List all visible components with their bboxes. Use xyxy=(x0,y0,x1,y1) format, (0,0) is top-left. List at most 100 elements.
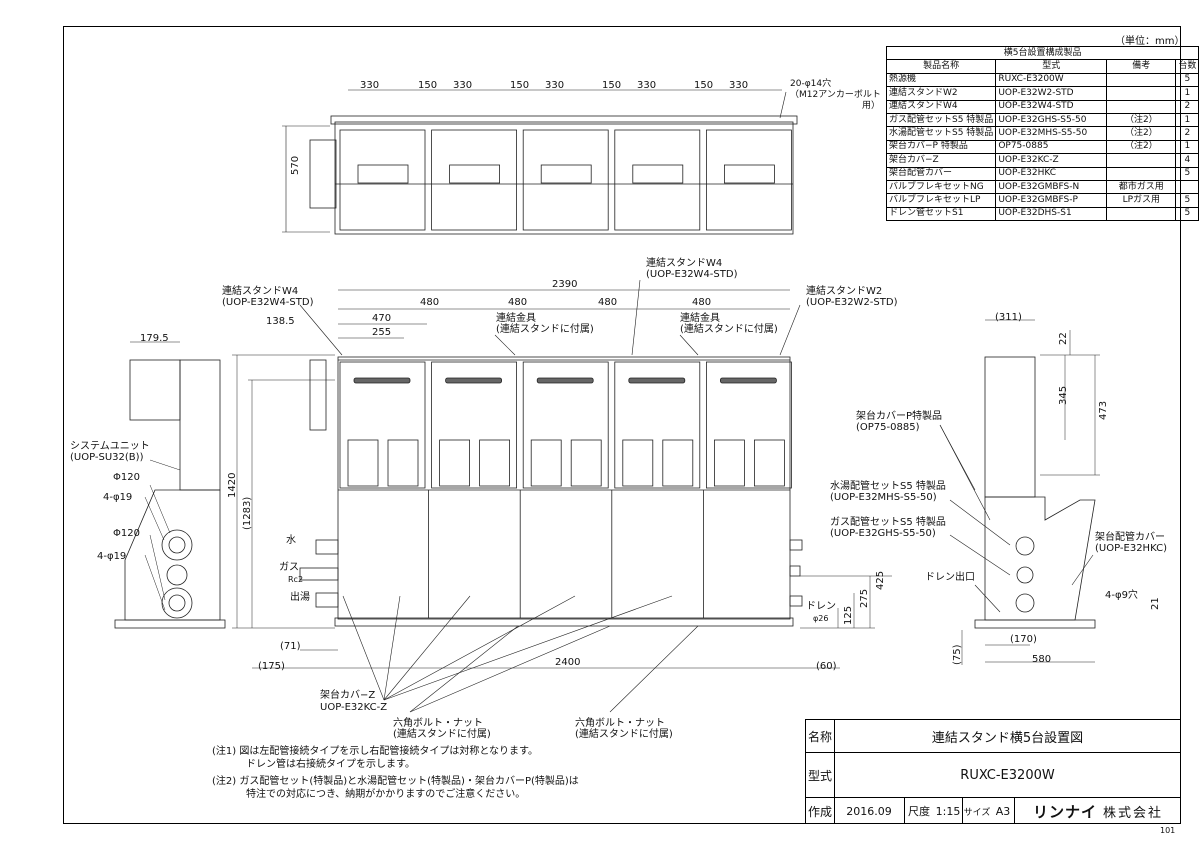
label-holes-a: 4-φ19 xyxy=(103,492,133,503)
top-unit xyxy=(706,129,792,231)
top-unit-vent xyxy=(540,164,592,184)
heater-panel xyxy=(754,439,785,487)
parts-table-header: 製品名称 型式 備考 台数 xyxy=(885,59,1200,74)
dim-275: 275 xyxy=(859,588,870,608)
unit-note: （単位：mm） xyxy=(1115,36,1185,47)
scale-label: 尺度 xyxy=(908,805,930,818)
top-dim: 150 xyxy=(510,80,530,91)
label-hkc: 架台配管カバー xyxy=(1095,532,1165,543)
label-kcp: 架台カバーP特製品 xyxy=(856,411,943,422)
top-unit-vent xyxy=(632,164,684,184)
heater-panel xyxy=(530,439,562,487)
pitch-dim: 480 xyxy=(598,297,618,308)
label-w4-center: 連結スタンドW4 xyxy=(646,258,723,269)
label-phi120-a: Φ120 xyxy=(113,472,140,483)
parts-cell-name: 連結スタンドW2 xyxy=(885,86,997,101)
top-dim: 150 xyxy=(418,80,438,91)
label-drain-sub: φ26 xyxy=(813,614,829,623)
note-2a: (注2) ガス配管セット(特製品)と水湯配管セット(特製品)・架台カバーP(特製… xyxy=(212,776,579,787)
heater-handle xyxy=(353,377,411,384)
hole-note: 20-φ14穴 xyxy=(790,79,832,89)
name-label: 名称 xyxy=(806,720,835,752)
scale-value: 1:15 xyxy=(934,798,963,824)
dim-425: 425 xyxy=(875,570,886,590)
heater-panel xyxy=(347,439,379,487)
label-bolt-2: 六角ボルト・ナット xyxy=(575,718,665,729)
model-value: RUXC-E3200W xyxy=(960,767,1055,783)
top-dim: 330 xyxy=(453,80,473,91)
heater-panel xyxy=(662,439,694,487)
label-w2-sub: (UOP-E32W2-STD) xyxy=(806,297,898,308)
heater-panel xyxy=(387,439,419,487)
note-1a: (注1) 図は左配管接続タイプを示し右配管接続タイプは対称となります。 xyxy=(212,746,539,757)
dim-179: 179.5 xyxy=(140,333,169,344)
heater-handle xyxy=(628,377,686,384)
parts-cell-qty: 5 xyxy=(1175,193,1200,208)
made-label: 作成 xyxy=(806,798,835,824)
label-hkc-sub: (UOP-E32HKC) xyxy=(1095,543,1167,554)
label-fitting-1-sub: (連結スタンドに付属) xyxy=(496,324,594,335)
title-row-name: 名称 連結スタンド横5台設置図 xyxy=(806,720,1181,753)
heater-handle xyxy=(720,377,777,384)
drawing-name: 連結スタンド横5台設置図 xyxy=(931,730,1084,746)
label-drain-outlet: ドレン出口 xyxy=(925,572,975,583)
label-bolt-1-sub: (連結スタンドに付属) xyxy=(393,729,491,740)
label-fitting-2-sub: (連結スタンドに付属) xyxy=(680,324,778,335)
front-total-width: 2390 xyxy=(552,279,578,290)
top-depth-dim: 570 xyxy=(290,155,301,175)
hole-sub: （M12アンカーボルト xyxy=(790,90,881,100)
parts-cell-model: RUXC-E3200W xyxy=(995,72,1108,88)
label-system-unit-sub: (UOP-SU32(B)) xyxy=(70,452,144,463)
label-hot-water: 出湯 xyxy=(290,592,310,603)
top-unit xyxy=(614,129,701,231)
label-w4-left-sub: (UOP-E32W4-STD) xyxy=(222,297,314,308)
label-w2: 連結スタンドW2 xyxy=(806,286,883,297)
top-unit xyxy=(431,129,518,231)
top-dim: 330 xyxy=(637,80,657,91)
label-fitting-1: 連結金具 xyxy=(496,313,536,324)
dim-125: 125 xyxy=(843,605,854,625)
header-model: 型式 xyxy=(995,59,1108,74)
heater-handle xyxy=(536,377,594,384)
top-view xyxy=(282,89,798,235)
label-ghs: ガス配管セットS5 特製品 xyxy=(830,517,946,528)
parts-cell-name: 熱源機 xyxy=(885,72,997,88)
top-unit-vent xyxy=(357,164,409,184)
size-label: サイズ xyxy=(963,807,991,818)
dim-2400: 2400 xyxy=(555,657,581,668)
dim-71: (71) xyxy=(280,641,301,652)
date-value: 2016.09 xyxy=(834,798,905,824)
parts-cell-name: 連結スタンドW4 xyxy=(885,99,997,114)
dim-470: 470 xyxy=(372,313,392,324)
label-mhs: 水湯配管セットS5 特製品 xyxy=(830,481,946,492)
size-value: A3 xyxy=(992,798,1015,824)
heater-unit xyxy=(614,361,701,489)
heater-handle xyxy=(445,377,503,384)
left-side-view xyxy=(114,341,226,629)
label-holes-9: 4-φ9穴 xyxy=(1105,590,1138,601)
title-row-meta: 作成 2016.09 尺度 1:15 サイズ A3 リンナイ 株式会社 xyxy=(806,798,1181,824)
company-suffix: 株式会社 xyxy=(1103,805,1164,821)
dim-345: 345 xyxy=(1058,385,1069,405)
label-drain: ドレン xyxy=(806,601,836,612)
label-w4-left: 連結スタンドW4 xyxy=(222,286,299,297)
pitch-dim: 480 xyxy=(508,297,528,308)
pitch-dim: 480 xyxy=(692,297,712,308)
label-system-unit: システムユニット xyxy=(70,441,150,452)
dim-311: (311) xyxy=(995,312,1022,323)
label-holes-b: 4-φ19 xyxy=(97,551,127,562)
header-name: 製品名称 xyxy=(885,59,997,74)
page-number: 101 xyxy=(1160,826,1176,835)
top-dim: 150 xyxy=(602,80,622,91)
parts-cell-qty: 5 xyxy=(1175,72,1200,88)
top-unit xyxy=(339,129,426,231)
heater-unit xyxy=(706,361,792,489)
dim-170: (170) xyxy=(1010,634,1037,645)
label-water: 水 xyxy=(286,535,296,546)
parts-cell-name: ガス配管セットS5 特製品 xyxy=(885,112,997,128)
dim-22: 22 xyxy=(1058,332,1069,345)
label-kcp-sub: (OP75-0885) xyxy=(856,422,920,433)
